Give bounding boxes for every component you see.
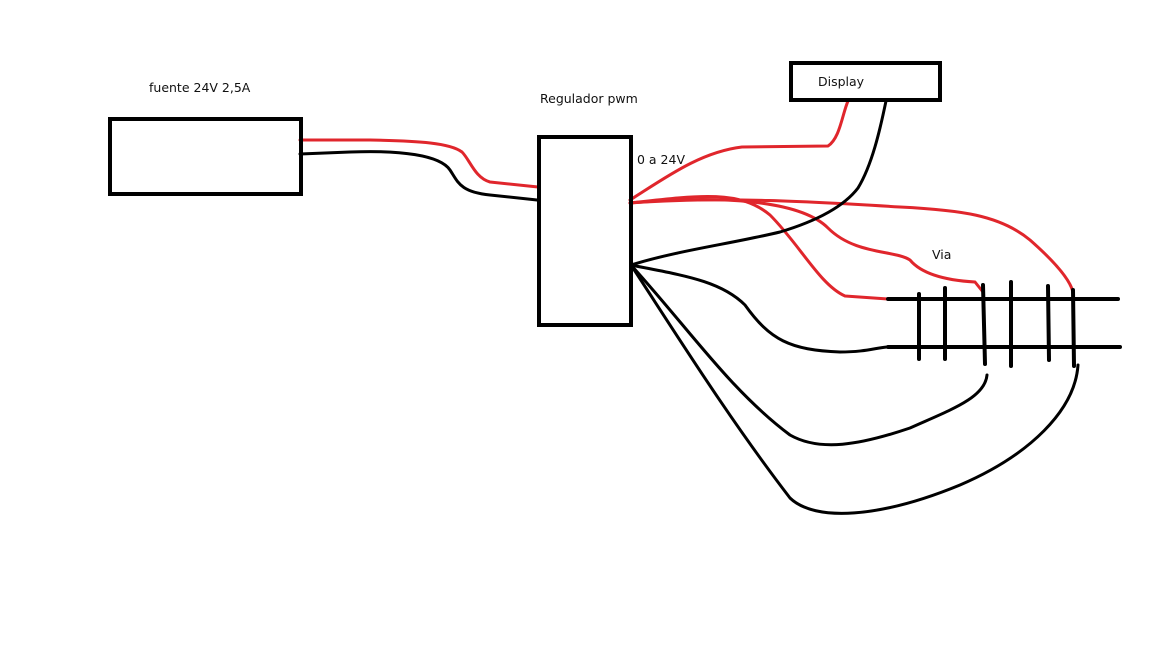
pwm-regulator-label: Regulador pwm (540, 91, 638, 106)
output-voltage-label: 0 a 24V (637, 152, 686, 167)
wire-red-regulador-to-sleeper-mid (628, 198, 985, 294)
track-sleeper (1071, 288, 1076, 368)
display-label: Display (818, 74, 865, 89)
display-box (789, 61, 942, 102)
wire-red-regulador-to-sleeper-far (628, 198, 1075, 294)
track-sleeper (981, 283, 987, 366)
wire-black-regulador-to-sleeper-far (629, 263, 1080, 515)
negative-wires (298, 99, 1080, 515)
wire-red-fuente-to-regulador (298, 138, 540, 189)
wire-black-regulador-to-sleeper-mid (629, 263, 989, 447)
positive-wires (298, 99, 1075, 301)
pwm-regulator-box (537, 135, 633, 327)
track-sleeper (1046, 284, 1051, 362)
wire-black-regulador-to-rail-near (629, 263, 889, 354)
track-label: Via (932, 247, 952, 262)
track (886, 280, 1122, 368)
power-supply-box (108, 117, 303, 196)
wire-black-fuente-to-regulador (298, 150, 539, 202)
wire-red-regulador-to-rail-near (628, 194, 890, 301)
power-supply-label: fuente 24V 2,5A (149, 80, 251, 95)
wire-red-regulador-to-display (628, 99, 850, 202)
wire-black-regulador-to-display (629, 99, 888, 267)
